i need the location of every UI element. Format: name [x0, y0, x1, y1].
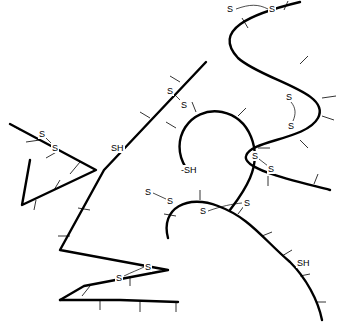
residue-label: S: [166, 196, 174, 206]
residue-label: SH: [296, 258, 311, 268]
residue-label: S: [285, 92, 293, 102]
side-chains: [10, 1, 336, 312]
residue-label: S: [199, 206, 207, 216]
residue-label: S: [243, 198, 251, 208]
residue-label: S: [166, 86, 174, 96]
residue-label: S: [180, 100, 188, 110]
residue-label: S: [268, 4, 276, 14]
residue-label: S: [51, 143, 59, 153]
residue-label: S: [115, 273, 123, 283]
residue-label: S: [144, 187, 152, 197]
backbone: [10, 2, 330, 320]
residue-label: S: [38, 129, 46, 139]
residue-label: S: [267, 164, 275, 174]
residue-label: S: [251, 151, 259, 161]
residue-label: S: [287, 121, 295, 131]
residue-label: S: [144, 262, 152, 272]
residue-label: SH: [110, 143, 125, 153]
residue-label: S: [226, 4, 234, 14]
residue-label: -SH: [180, 165, 198, 175]
disulfide-bonds: [46, 5, 295, 276]
